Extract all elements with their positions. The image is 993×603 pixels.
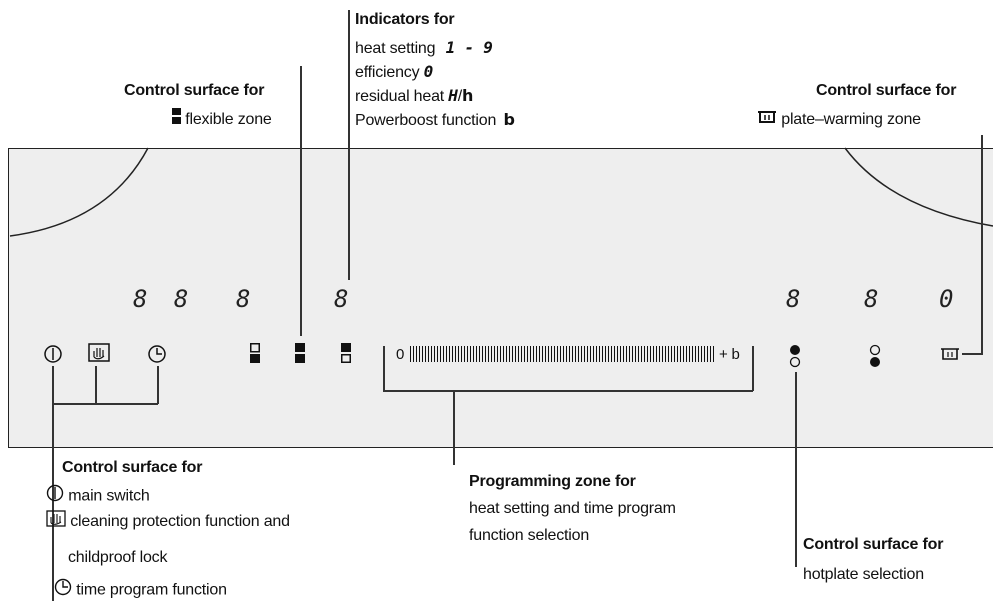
display-flex-front: 8: [236, 285, 257, 313]
display-hotplate-front: 8: [864, 285, 885, 313]
slider-end-label: + b: [719, 346, 740, 363]
clock-icon: [54, 578, 72, 603]
leader-flexible-zone: [300, 66, 302, 336]
flexible-callout-title: Control surface for: [124, 82, 265, 99]
efficiency-symbol: 0: [423, 62, 434, 81]
indicator-powerboost: Powerboost function b: [355, 110, 515, 129]
left-cooking-zone-edge: [9, 147, 149, 237]
flexible-zone-rear-button[interactable]: [341, 343, 351, 363]
heat-range-symbol: 1 - 9: [445, 38, 493, 57]
hotplate-rear-select-button[interactable]: [789, 344, 801, 368]
hand-lock-icon[interactable]: [88, 343, 110, 363]
indicators-callout-title: Indicators for: [355, 11, 455, 28]
powerboost-symbol: b: [503, 110, 515, 129]
leader-programming-zone: [453, 390, 455, 465]
leader-hotplate-selection: [795, 372, 797, 567]
plate-warming-icon: [757, 108, 777, 131]
plate-warming-callout-item: plate–warming zone: [757, 108, 921, 131]
indicator-efficiency: efficiency 0: [355, 62, 434, 81]
hotplate-callout-title: Control surface for: [803, 536, 944, 553]
hotplate-front-select-button[interactable]: [869, 344, 881, 368]
leader-indicators: [348, 10, 350, 280]
leader-main-switch: [52, 366, 54, 601]
timer-display: 8 8: [133, 285, 195, 313]
bracket-tick-lock: [95, 366, 97, 404]
display-flex-rear: 8: [334, 285, 355, 313]
callout-childproof-lock: childproof lock: [68, 549, 168, 566]
programming-callout-line1: heat setting and time program: [469, 500, 676, 517]
display-hotplate-rear: 8: [786, 285, 807, 313]
indicator-heat-setting: heat setting 1 - 9: [355, 38, 493, 57]
plate-warming-button[interactable]: [940, 347, 960, 361]
right-cooking-zone-edge: [844, 147, 993, 227]
clock-icon[interactable]: [147, 344, 167, 364]
power-icon[interactable]: [43, 344, 63, 364]
display-plate-warming: 0: [939, 285, 960, 313]
flexible-zone-icon: [172, 108, 181, 131]
flexible-callout-item: flexible zone: [172, 108, 272, 131]
callout-time-program: time program function: [54, 578, 227, 603]
programming-slider[interactable]: [410, 346, 715, 362]
callout-main-switch: main switch: [46, 484, 150, 509]
plate-warming-callout-title: Control surface for: [816, 82, 957, 99]
bracket-left-controls: [52, 403, 158, 405]
slider-bracket-right: [752, 346, 754, 391]
cooktop-control-panel: [8, 148, 993, 448]
residual-heat-symbol-upper: H: [448, 86, 458, 105]
hand-lock-icon: [46, 510, 66, 534]
programming-callout-line2: function selection: [469, 527, 590, 544]
flexible-zone-combined-button[interactable]: [295, 343, 305, 363]
bracket-tick-timer: [157, 366, 159, 404]
hotplate-callout-item: hotplate selection: [803, 566, 924, 583]
slider-bracket-left: [383, 346, 385, 391]
power-icon: [46, 484, 64, 509]
callout-cleaning-protection: cleaning protection function and: [46, 510, 290, 534]
slider-start-label: 0: [396, 346, 405, 363]
flexible-zone-front-button[interactable]: [250, 343, 260, 363]
residual-heat-symbol-lower: h: [461, 86, 474, 105]
leader-plate-warming-v: [981, 135, 983, 355]
indicator-residual-heat: residual heat H/h: [355, 86, 474, 105]
programming-callout-title: Programming zone for: [469, 473, 636, 490]
slider-bracket-bottom: [383, 390, 753, 392]
main-controls-callout-title: Control surface for: [62, 459, 203, 476]
leader-plate-warming-h: [962, 353, 982, 355]
